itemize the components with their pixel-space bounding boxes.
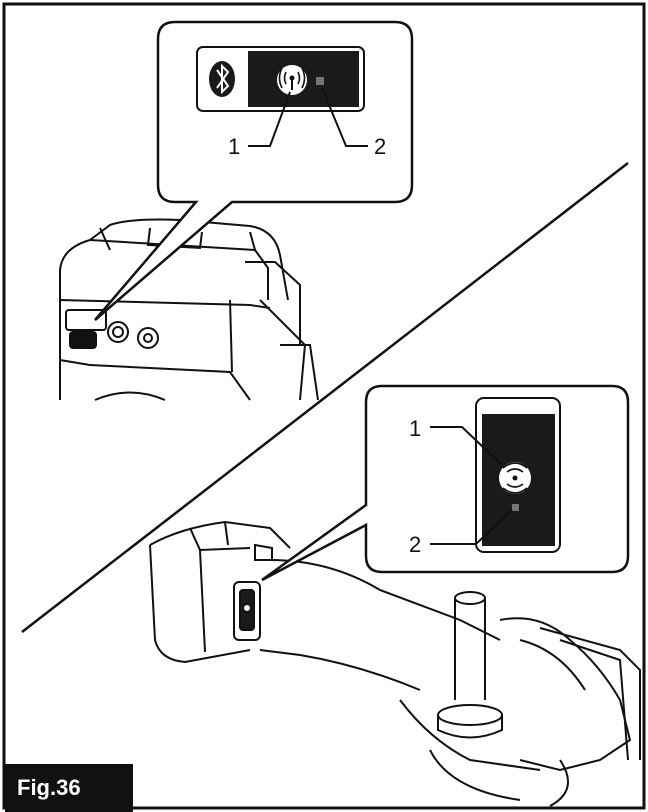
divider-line bbox=[21, 162, 629, 633]
bottom-device-illustration bbox=[149, 520, 641, 807]
bottom-callout-bubble bbox=[261, 384, 630, 582]
top-callout-label-1: 1 bbox=[228, 134, 240, 159]
figure-label: Fig.36 bbox=[5, 764, 133, 812]
top-bluetooth-panel bbox=[196, 46, 365, 112]
bottom-callout-label-2: 2 bbox=[409, 532, 421, 557]
indicator-lamp bbox=[316, 77, 324, 85]
indicator-lamp bbox=[512, 504, 519, 511]
bottom-leader-lines bbox=[430, 426, 513, 545]
wireless-signal-icon bbox=[277, 65, 307, 95]
bottom-callout-label-1: 1 bbox=[409, 416, 421, 441]
top-leader-lines bbox=[248, 87, 368, 147]
bluetooth-icon bbox=[209, 61, 235, 97]
wireless-signal-icon bbox=[499, 462, 531, 494]
top-callout-label-2: 2 bbox=[374, 134, 386, 159]
top-device-illustration bbox=[59, 218, 319, 401]
bottom-wireless-panel bbox=[475, 397, 561, 553]
